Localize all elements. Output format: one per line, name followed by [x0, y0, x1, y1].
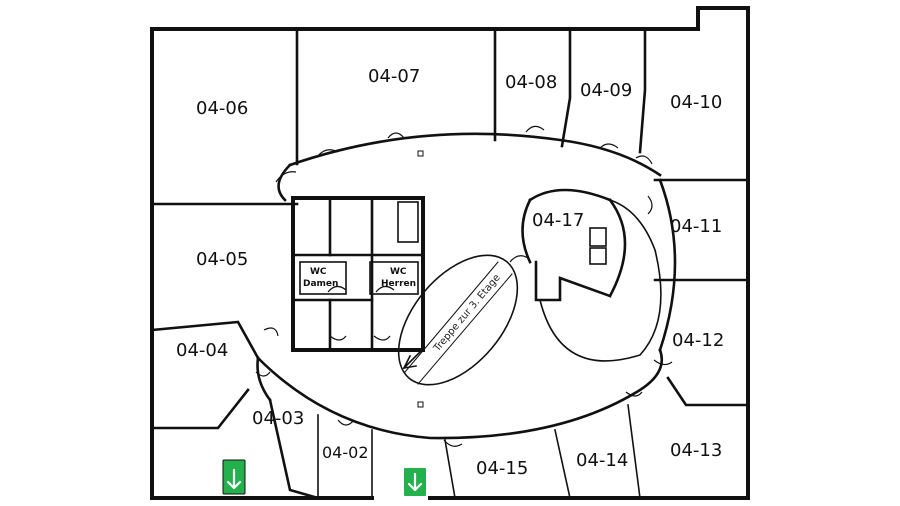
room-label-04-05: 04-05: [196, 249, 248, 270]
room-label-04-15: 04-15: [476, 458, 528, 479]
door-swings: [255, 125, 673, 447]
room-label-04-09: 04-09: [580, 80, 632, 101]
room-label-04-17: 04-17: [532, 210, 584, 231]
stair-label: Treppe zur 3. Etage: [431, 272, 503, 354]
room-label-04-14: 04-14: [576, 450, 628, 471]
room-label-04-10: 04-10: [670, 92, 722, 113]
down-arrow-icon: [407, 472, 423, 492]
room-label-04-13: 04-13: [670, 440, 722, 461]
room-label-04-12: 04-12: [672, 330, 724, 351]
room-label-04-02: 04-02: [322, 443, 369, 462]
stairs: [397, 254, 519, 386]
room-label-04-03: 04-03: [252, 408, 304, 429]
room-label-04-11: 04-11: [670, 216, 722, 237]
wc-herren-label: Herren: [381, 279, 416, 289]
wc-damen-label: Damen: [303, 279, 338, 289]
room-label-04-06: 04-06: [196, 98, 248, 119]
exit-sign-left: [222, 459, 246, 495]
exit-sign-bottom: [404, 468, 426, 496]
wc-core: [291, 196, 425, 352]
wc-damen-label-top: WC: [310, 267, 327, 277]
wc-herren-label-top: WC: [390, 267, 407, 277]
sensor-marker: [417, 401, 424, 408]
outer-walls: [150, 6, 750, 500]
room-label-04-07: 04-07: [368, 66, 420, 87]
pod-0417: [521, 188, 662, 362]
top-partitions: [150, 27, 750, 500]
corridor-ring: [256, 132, 677, 440]
down-arrow-icon: [226, 468, 242, 490]
room-label-04-04: 04-04: [176, 340, 228, 361]
sensor-marker: [417, 150, 424, 157]
room-label-04-08: 04-08: [505, 72, 557, 93]
